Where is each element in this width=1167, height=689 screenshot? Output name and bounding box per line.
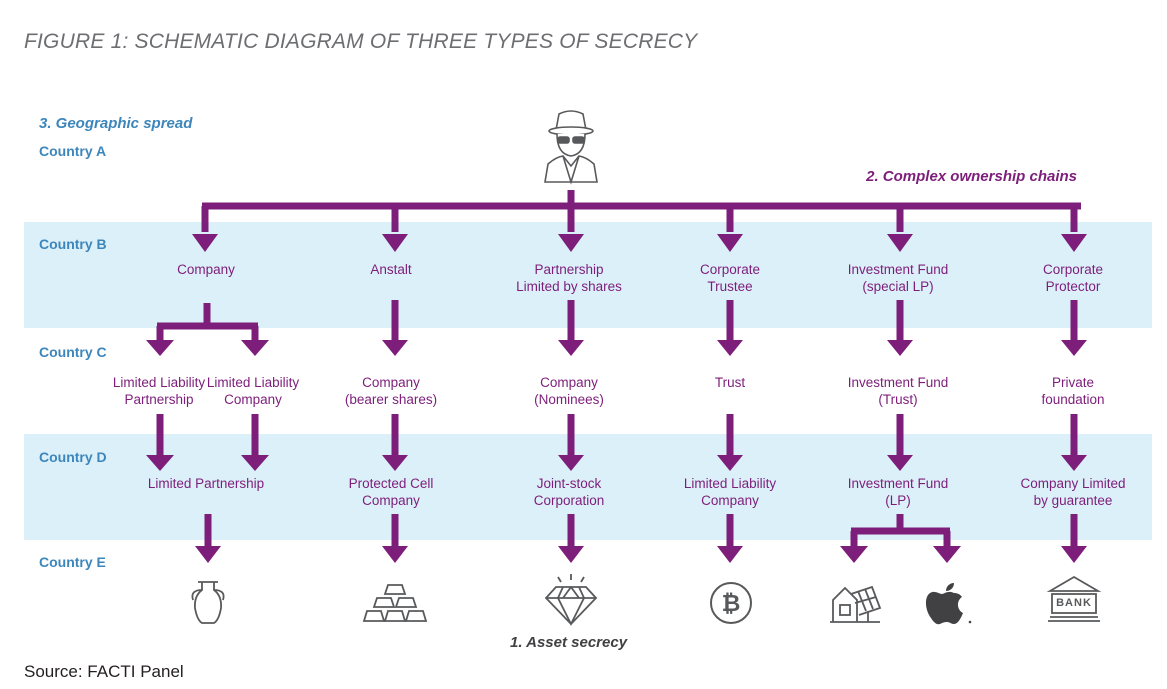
node-investment-fund-special-lp: Investment Fund(special LP) [847, 262, 949, 294]
bitcoin-symbol: ₿ [721, 591, 741, 617]
spy-icon [544, 110, 598, 185]
node-trust: Trust [714, 375, 746, 390]
node-anstalt: Anstalt [370, 262, 412, 277]
figure-title: FIGURE 1: SCHEMATIC DIAGRAM OF THREE TYP… [24, 30, 698, 53]
country-b-label: Country B [39, 236, 107, 252]
country-c-label: Country C [39, 344, 107, 360]
complex-ownership-label: 2. Complex ownership chains [866, 168, 1077, 185]
node-company-b: Company [177, 262, 235, 277]
geographic-spread-label: 3. Geographic spread [39, 115, 193, 132]
asset-secrecy-label: 1. Asset secrecy [510, 634, 628, 651]
arrowheads [146, 234, 1087, 563]
node-investment-fund-trust: Investment Fund(Trust) [847, 375, 949, 407]
country-d-band [24, 434, 1152, 540]
vase-icon [191, 581, 225, 624]
diamond-icon [544, 574, 598, 627]
country-a-label: Country A [39, 143, 107, 159]
node-company-bearer-shares: Company(bearer shares) [344, 375, 438, 407]
bitcoin-icon [710, 582, 752, 624]
real-estate-icon [830, 585, 882, 623]
bank-icon [1046, 575, 1102, 622]
node-limited-partnership: Limited Partnership [147, 476, 265, 491]
node-investment-fund-lp: Investment Fund(LP) [847, 476, 949, 508]
node-company-nominees: Company(Nominees) [534, 375, 604, 407]
source-note: Source: FACTI Panel [24, 662, 184, 681]
bank-text: BANK [1056, 597, 1092, 609]
gold-bars-icon [362, 584, 428, 622]
country-e-label: Country E [39, 554, 106, 570]
country-d-label: Country D [39, 449, 107, 465]
apple-icon [925, 583, 972, 625]
